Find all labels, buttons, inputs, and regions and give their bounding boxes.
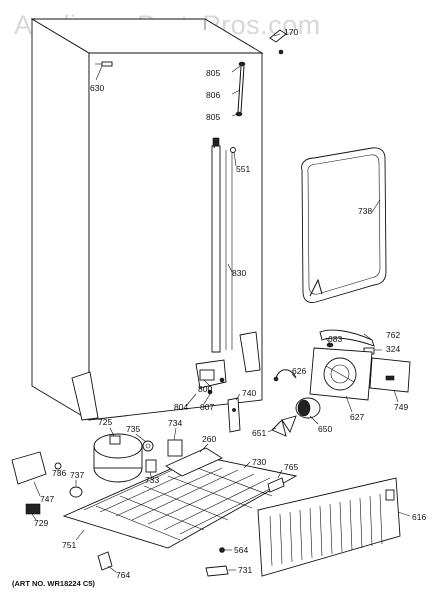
callout-735: 735	[126, 424, 140, 434]
callout-804: 804	[174, 402, 188, 412]
callout-630: 630	[90, 83, 104, 93]
callout-324: 324	[386, 344, 400, 354]
callout-551: 551	[236, 164, 250, 174]
callout-683: 683	[328, 334, 342, 344]
callout-627: 627	[350, 412, 364, 422]
overload-734	[142, 439, 183, 473]
fan-shroud-627	[309, 347, 373, 401]
cabinet	[30, 18, 264, 421]
callout-725: 725	[98, 417, 112, 427]
clip-731	[205, 547, 229, 577]
callout-738: 738	[358, 206, 372, 216]
tube-806	[235, 61, 246, 117]
compressor-725	[93, 433, 143, 483]
callout-764: 764	[116, 570, 130, 580]
callout-labels: 630 170 805 806 805 551 738 830 762 683 …	[34, 27, 426, 580]
bracket-740	[227, 397, 241, 433]
callout-806: 806	[206, 90, 220, 100]
condenser-730	[62, 455, 298, 549]
part-170	[269, 29, 287, 55]
callout-260: 260	[202, 434, 216, 444]
callout-733: 733	[145, 475, 159, 485]
callout-805-bottom: 805	[206, 112, 220, 122]
callout-651: 651	[252, 428, 266, 438]
callout-730: 730	[252, 457, 266, 467]
leader-lines	[31, 33, 411, 573]
relay-800	[195, 359, 227, 395]
screw-551	[230, 147, 236, 153]
fan-blade-651	[271, 415, 297, 437]
callout-170: 170	[284, 27, 298, 37]
part-764	[97, 551, 113, 571]
callout-731: 731	[238, 565, 252, 575]
art-number: (ART NO. WR18224 C5)	[12, 579, 95, 588]
fan-motor-650	[295, 397, 321, 419]
center-tube-830	[211, 137, 233, 353]
callout-736: 736	[52, 468, 66, 478]
panel-616	[257, 477, 401, 577]
left-side-parts	[11, 451, 83, 515]
callout-751: 751	[62, 540, 76, 550]
callout-734: 734	[168, 418, 182, 428]
callout-626: 626	[292, 366, 306, 376]
callout-800: 800	[198, 384, 212, 394]
callout-737: 737	[70, 470, 84, 480]
bracket-765	[267, 477, 285, 493]
callout-616: 616	[412, 512, 426, 522]
callout-749: 749	[394, 402, 408, 412]
callout-729: 729	[34, 518, 48, 528]
callout-807: 807	[200, 402, 214, 412]
callout-650: 650	[318, 424, 332, 434]
gasket-738	[301, 147, 387, 303]
callout-564: 564	[234, 545, 248, 555]
plate-749	[369, 357, 411, 393]
callout-762: 762	[386, 330, 400, 340]
callout-805-top: 805	[206, 68, 220, 78]
callout-740: 740	[242, 388, 256, 398]
callout-747: 747	[40, 494, 54, 504]
callout-765: 765	[284, 462, 298, 472]
cover-260	[165, 447, 223, 477]
callout-830: 830	[232, 268, 246, 278]
wire-626	[273, 369, 297, 382]
